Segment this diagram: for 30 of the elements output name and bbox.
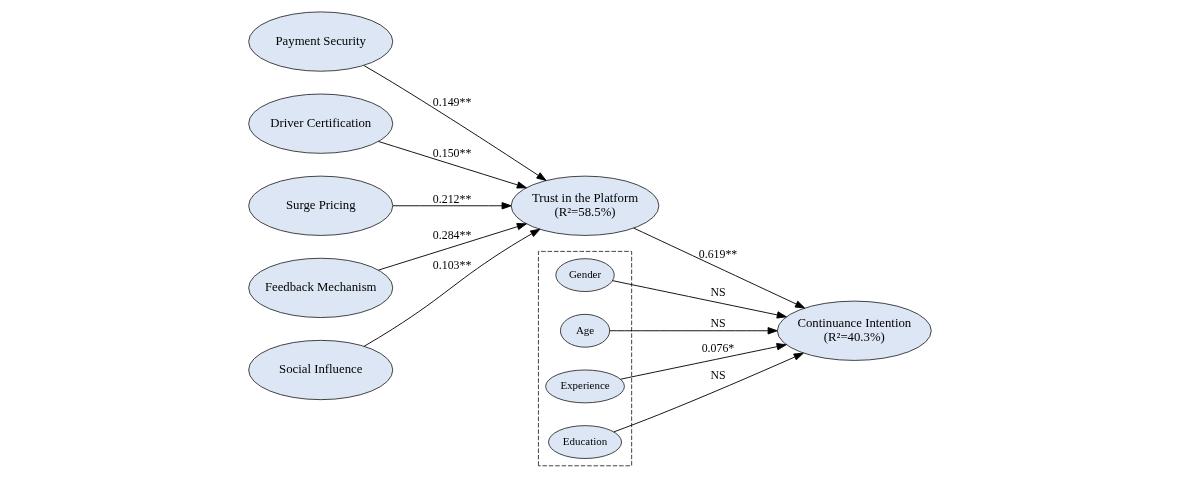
node-ellipse: Social Influence [247, 339, 393, 401]
arrow [619, 343, 787, 380]
node-ellipse: Age [559, 313, 610, 348]
cluster [537, 250, 632, 467]
edge-label: NS [709, 316, 726, 331]
arrow [363, 65, 546, 181]
node-ellipse: Payment Security [247, 11, 393, 72]
node-ellipse: Driver Certification [247, 93, 393, 154]
edge-label: 0.284** [432, 227, 471, 242]
node-ellipse: Gender [554, 258, 615, 292]
edge-label: 0.076* [701, 341, 734, 356]
edge-label: 0.619** [698, 247, 737, 262]
arrow [613, 352, 804, 433]
node-ellipse: Experience [544, 369, 625, 404]
edge-label: 0.212** [432, 191, 471, 206]
arrow [377, 223, 527, 271]
arrow [392, 202, 512, 210]
arrow [611, 280, 787, 319]
arrow [632, 227, 805, 309]
arrow [377, 141, 527, 189]
edge-label: 0.150** [432, 145, 471, 160]
node-ellipse: Education [547, 425, 622, 459]
edge-label: NS [709, 285, 726, 300]
node-ellipse: Feedback Mechanism [247, 257, 393, 318]
arrow [363, 228, 540, 347]
edge-label: 0.149** [432, 94, 471, 109]
edge-label: NS [709, 368, 726, 383]
node-ellipse: Surge Pricing [247, 175, 393, 236]
arrow [608, 327, 778, 335]
edge-label: 0.103** [432, 258, 471, 273]
